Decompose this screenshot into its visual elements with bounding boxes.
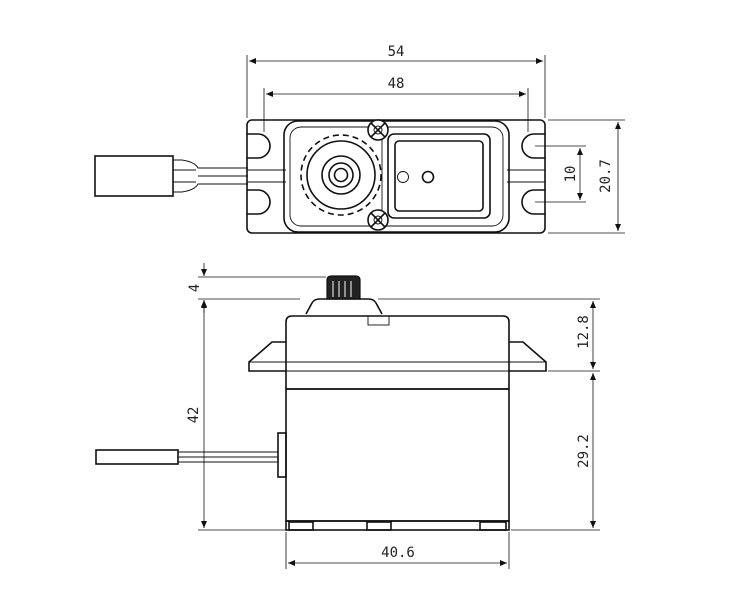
top-cable: [94, 155, 248, 197]
top-view-dimensions: 54 48 20.7 10: [246, 44, 625, 234]
dim-42: 42: [186, 407, 202, 424]
top-mounting-holes: [247, 133, 545, 215]
output-spline: [300, 134, 382, 216]
side-view: [95, 275, 547, 531]
side-view-dimensions: 4 42 12.8 29.2 40.6: [186, 263, 600, 569]
dim-10: 10: [563, 166, 579, 183]
cover-screw-top: [367, 119, 389, 141]
side-right-ear: [509, 341, 547, 372]
top-case: [283, 120, 510, 233]
cover-screw-bottom: [367, 209, 389, 231]
dim-29-2: 29.2: [576, 434, 592, 468]
side-spline: [326, 275, 361, 300]
label-panel: [387, 133, 491, 219]
dim-12-8: 12.8: [576, 315, 592, 349]
dim-4: 4: [187, 284, 203, 292]
dim-20-7: 20.7: [598, 159, 614, 193]
dim-40-6: 40.6: [381, 545, 415, 561]
side-cable: [95, 432, 287, 478]
side-lower-case: [285, 388, 510, 522]
side-feet: [285, 520, 510, 531]
dim-48: 48: [388, 76, 405, 92]
dim-54: 54: [388, 44, 405, 60]
side-upper-case: [285, 315, 510, 389]
side-left-ear: [248, 341, 286, 372]
top-view: [94, 119, 546, 234]
top-flange: [246, 119, 546, 234]
side-boss: [305, 298, 383, 315]
